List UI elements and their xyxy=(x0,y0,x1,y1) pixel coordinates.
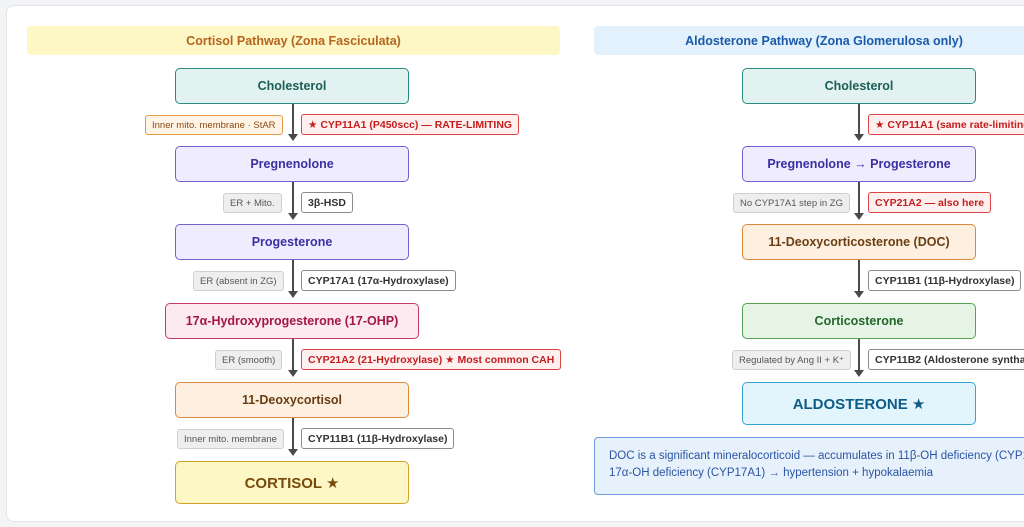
enzyme-label: CYP17A1 (17α-Hydroxylase) xyxy=(301,270,456,291)
enzyme-label: 3β-HSD xyxy=(301,192,353,213)
node-11-deoxycortisol: 11-Deoxycortisol xyxy=(175,382,409,418)
node-corticosterone: Corticosterone xyxy=(742,303,976,339)
doc-note: DOC is a significant mineralocorticoid —… xyxy=(594,437,1024,495)
enzyme-label: CYP21A2 — also here xyxy=(868,192,992,213)
node-pregnenolone-progesterone: Pregnenolone → Progesterone xyxy=(742,146,976,182)
arrow xyxy=(288,182,298,220)
location-label: ER + Mito. xyxy=(223,193,282,213)
location-label: ER (smooth) xyxy=(215,350,283,370)
enzyme-label: CYP11B1 (11β-Hydroxylase) xyxy=(301,428,455,449)
enzyme-label: CYP11B1 (11β-Hydroxylase) xyxy=(868,270,1022,291)
node-cholesterol: Cholesterol xyxy=(175,68,409,104)
location-label: Inner mito. membrane xyxy=(177,429,284,449)
location-label: Inner mito. membrane · StAR xyxy=(145,115,283,135)
note-line: 17α-OH deficiency (CYP17A1) → hypertensi… xyxy=(609,467,934,479)
node-cholesterol-zg: Cholesterol xyxy=(742,68,976,104)
enzyme-label: ★ CYP11A1 (same rate-limiting) xyxy=(868,114,1024,135)
arrow xyxy=(288,418,298,456)
arrow xyxy=(854,260,864,298)
node-cortisol: CORTISOL ★ xyxy=(175,461,409,504)
location-label: Regulated by Ang II + K⁺ xyxy=(732,350,852,370)
node-pregnenolone: Pregnenolone xyxy=(175,146,409,182)
arrow xyxy=(288,104,298,141)
cortisol-pathway-header: Cortisol Pathway (Zona Fasciculata) xyxy=(27,26,560,55)
node-aldosterone: ALDOSTERONE ★ xyxy=(742,382,976,425)
aldosterone-pathway-header: Aldosterone Pathway (Zona Glomerulosa on… xyxy=(594,26,1024,55)
note-line: DOC is a significant mineralocorticoid —… xyxy=(609,450,1024,462)
arrow xyxy=(288,260,298,298)
enzyme-label: CYP11B2 (Aldosterone synthase) xyxy=(868,349,1024,370)
node-17-ohp: 17α-Hydroxyprogesterone (17-OHP) xyxy=(165,303,419,339)
enzyme-label: ★ CYP11A1 (P450scc) — RATE-LIMITING xyxy=(301,114,520,135)
arrow xyxy=(854,339,864,377)
node-doc: 11-Deoxycorticosterone (DOC) xyxy=(742,224,976,260)
arrow xyxy=(288,339,298,377)
node-progesterone: Progesterone xyxy=(175,224,409,260)
arrow xyxy=(854,182,864,220)
diagram-canvas: Cortisol Pathway (Zona Fasciculata) Chol… xyxy=(6,5,1024,522)
location-label: ER (absent in ZG) xyxy=(193,271,284,291)
location-label: No CYP17A1 step in ZG xyxy=(733,193,850,213)
enzyme-label: CYP21A2 (21-Hydroxylase) ★ Most common C… xyxy=(301,349,562,370)
arrow xyxy=(854,104,864,141)
